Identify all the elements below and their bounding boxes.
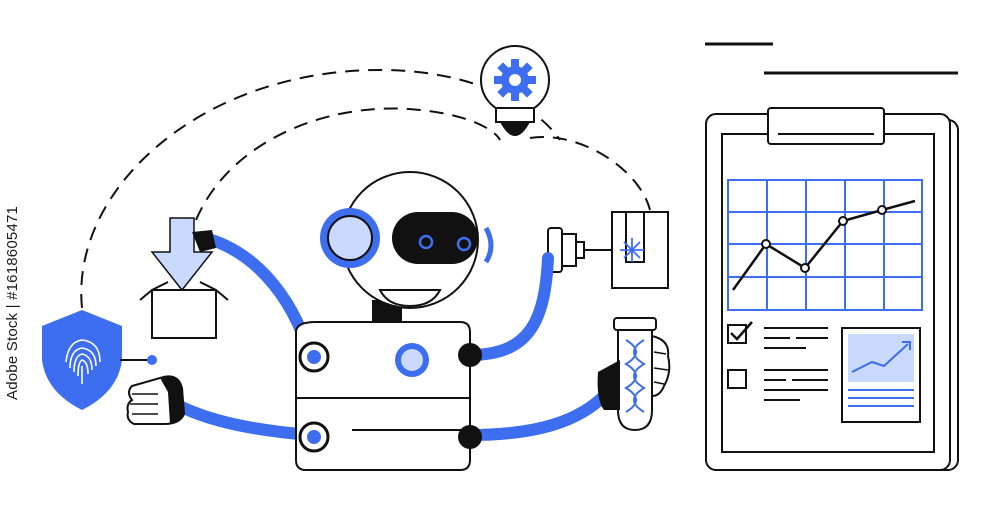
dna-test-tube-icon: [597, 317, 671, 432]
laser-cutter-icon: [547, 211, 669, 289]
clipboard-chart-icon: [705, 107, 959, 471]
checkbox-checked-icon: [727, 321, 753, 344]
lightbulb-gear-icon: [480, 45, 550, 136]
grid-chart: [727, 179, 923, 311]
stock-watermark: Adobe Stock | #1618605471: [4, 205, 21, 400]
robot-icon: [295, 171, 494, 471]
robot-hand-left-icon: [126, 375, 186, 425]
decorative-lines: [705, 42, 958, 75]
shield-fingerprint-icon: [42, 310, 157, 410]
gear-icon: [494, 59, 536, 101]
robot-gripper-icon: [192, 230, 216, 252]
checkbox-empty-icon: [727, 369, 747, 389]
dashed-connection-arc: [80, 68, 651, 309]
trend-card-icon: [841, 327, 921, 423]
download-box-icon: [139, 217, 229, 339]
